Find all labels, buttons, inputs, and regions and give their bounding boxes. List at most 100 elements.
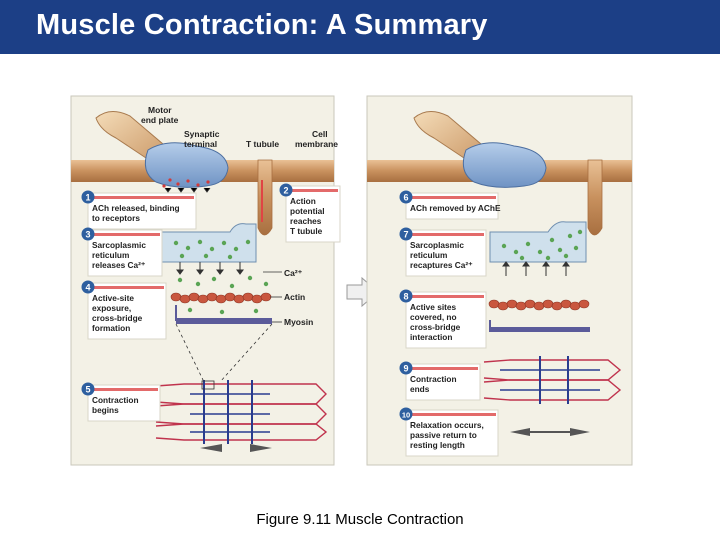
ca-ions-right xyxy=(501,229,583,261)
slide-title: Muscle Contraction: A Summary xyxy=(36,9,488,41)
step-text-line: potential xyxy=(290,206,325,216)
step-number-badge xyxy=(81,190,95,204)
step-text-line: begins xyxy=(92,405,119,415)
actin-filament-right xyxy=(488,299,590,311)
cell-membrane-label: Cell xyxy=(312,129,328,139)
step-text-line: T tubule xyxy=(290,226,323,236)
step-bar xyxy=(408,413,496,416)
step-number: 8 xyxy=(403,292,408,302)
step-number: 10 xyxy=(402,411,410,420)
step-box xyxy=(405,229,487,277)
step-text-line: releases Ca²⁺ xyxy=(92,260,145,270)
sarcomere-relaxed xyxy=(483,356,622,404)
sarcoplasmic-reticulum-left xyxy=(161,223,257,263)
step-text-line: recaptures Ca²⁺ xyxy=(410,260,472,270)
step-text-line: interaction xyxy=(410,332,452,342)
step-text-line: formation xyxy=(92,323,130,333)
ca-ions-left xyxy=(173,239,269,315)
t-tubule-right xyxy=(587,159,603,236)
step-text-line: reticulum xyxy=(410,250,447,260)
sarcomere-contracted xyxy=(155,380,328,444)
step-bar xyxy=(288,189,338,192)
myosin-label: Myosin xyxy=(284,317,313,327)
svg-text:end plate: end plate xyxy=(141,115,179,125)
step-text-line: Sarcoplasmic xyxy=(92,240,146,250)
step-number-badge xyxy=(399,289,413,303)
step-number: 2 xyxy=(283,186,288,196)
step-text-line: Contraction xyxy=(92,395,139,405)
synaptic-terminal-label: Synaptic xyxy=(184,129,220,139)
step-bar xyxy=(90,196,194,199)
svg-text:terminal: terminal xyxy=(184,139,217,149)
step-bar xyxy=(408,196,496,199)
step-number: 4 xyxy=(85,283,90,293)
t-tubule-label: T tubule xyxy=(246,139,279,149)
step-number-badge xyxy=(279,183,293,197)
step-number-badge xyxy=(399,190,413,204)
step-text-line: covered, no xyxy=(410,312,457,322)
panel-relaxation xyxy=(366,95,633,466)
relaxation-arrows xyxy=(510,428,590,436)
step-bar xyxy=(408,233,484,236)
motor-end-plate-label: Motor xyxy=(148,105,172,115)
myosin-filament-right xyxy=(490,327,590,332)
step-number: 3 xyxy=(85,230,90,240)
step-bar xyxy=(90,286,164,289)
step-number: 7 xyxy=(403,230,408,240)
step-text-line: Action xyxy=(290,196,316,206)
actin-label: Actin xyxy=(284,292,305,302)
svg-text:membrane: membrane xyxy=(295,139,338,149)
step-number: 9 xyxy=(403,364,408,374)
step-4: 4Active-siteexposure,cross-bridgeformati… xyxy=(81,280,167,340)
t-tubule-left xyxy=(257,159,273,236)
step-number-badge xyxy=(81,280,95,294)
step-number-badge xyxy=(81,382,95,396)
step-number: 6 xyxy=(403,193,408,203)
step-box xyxy=(405,291,487,349)
step-text-line: Relaxation occurs, xyxy=(410,420,484,430)
step-bar xyxy=(408,295,484,298)
step-number-badge xyxy=(399,407,413,421)
step-number: 1 xyxy=(85,193,90,203)
step-text-line: ends xyxy=(410,384,430,394)
step-text-line: Active sites xyxy=(410,302,457,312)
ca-label: Ca²⁺ xyxy=(284,268,303,278)
ach-molecules xyxy=(162,178,210,188)
step-bar xyxy=(408,367,478,370)
step-text-line: ACh released, binding xyxy=(92,203,180,213)
step-number-badge xyxy=(81,227,95,241)
step-text-line: Active-site xyxy=(92,293,134,303)
step-box xyxy=(405,409,499,457)
step-text-line: Contraction xyxy=(410,374,457,384)
step-text-line: cross-bridge xyxy=(410,322,461,332)
step-text-line: to receptors xyxy=(92,213,140,223)
synaptic-terminal-right xyxy=(462,142,547,188)
step-number-badge xyxy=(399,227,413,241)
title-bar: Muscle Contraction: A Summary xyxy=(0,0,720,54)
myosin-filament-left xyxy=(175,305,272,324)
step-box xyxy=(285,185,341,243)
step-box xyxy=(87,282,167,340)
step-text-line: reticulum xyxy=(92,250,129,260)
step-text-line: passive return to xyxy=(410,430,477,440)
step-text-line: ACh removed by AChE xyxy=(410,203,501,213)
panel-contraction: Motor end plate Synaptic terminal T tubu… xyxy=(70,95,338,466)
step-text-line: cross-bridge xyxy=(92,313,143,323)
step-bar xyxy=(90,233,160,236)
step-number-badge xyxy=(399,361,413,375)
figure-caption: Figure 9.11 Muscle Contraction xyxy=(256,511,464,528)
contraction-arrows xyxy=(200,444,272,452)
step-text-line: resting length xyxy=(410,440,465,450)
step-text-line: exposure, xyxy=(92,303,131,313)
